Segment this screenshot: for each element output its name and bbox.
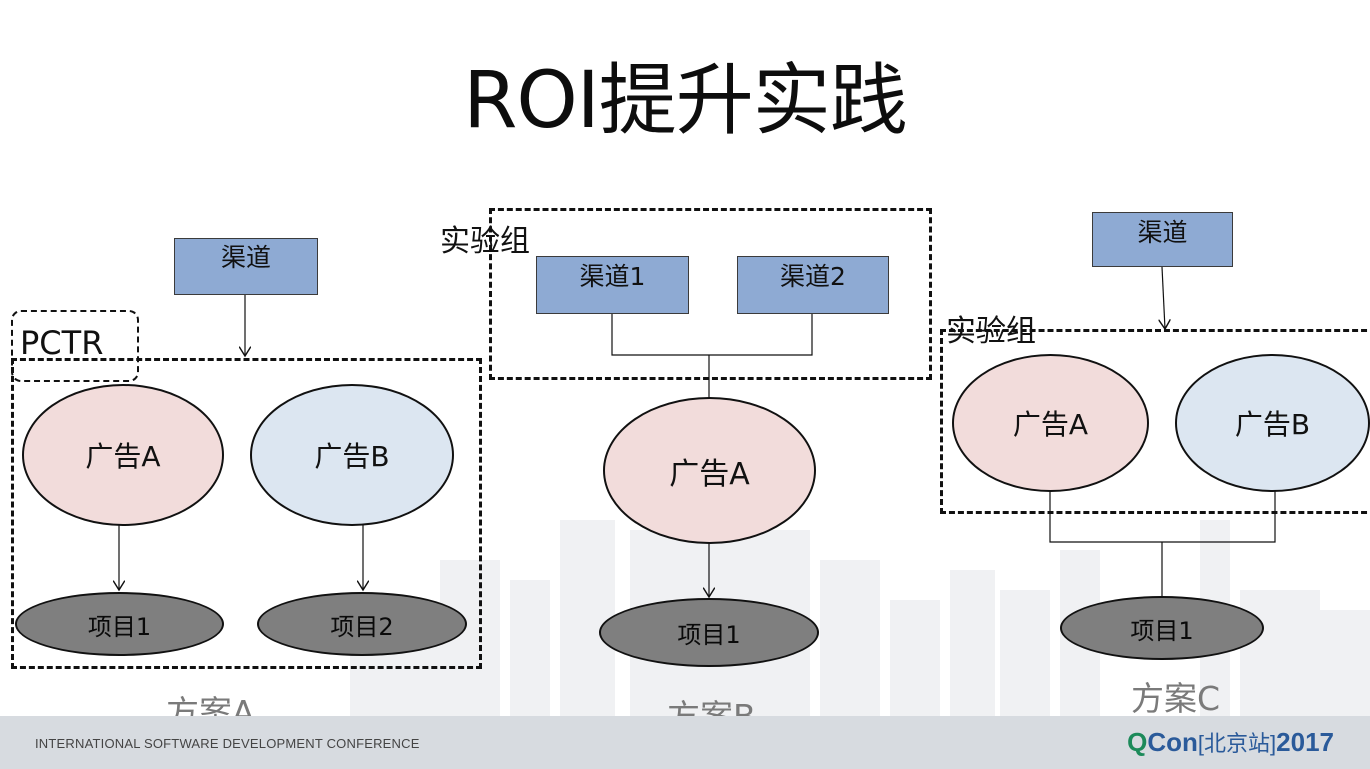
ad-a-label-a: 广告A [85, 440, 161, 473]
item2-label-a: 项目2 [330, 612, 394, 641]
footer-bar: INTERNATIONAL SOFTWARE DEVELOPMENT CONFE… [0, 716, 1370, 769]
logo-year: 2017 [1276, 727, 1334, 757]
experiment-group-label-b: 实验组 [440, 224, 530, 259]
ad-b-ellipse-a: 广告B [250, 384, 454, 526]
ad-a-ellipse-b: 广告A [603, 397, 816, 544]
item1-label-c: 项目1 [1130, 616, 1194, 645]
pctr-group-box [11, 310, 139, 382]
conference-name: INTERNATIONAL SOFTWARE DEVELOPMENT CONFE… [35, 736, 420, 751]
plan-c-caption: 方案C [1131, 679, 1221, 718]
plan-a-group-box [11, 358, 482, 669]
slide-title: ROI提升实践 [463, 56, 908, 146]
item1-ellipse-a: 项目1 [15, 592, 224, 656]
channel-label-c: 渠道 [1137, 218, 1188, 247]
channel1-box-b: 渠道1 [536, 256, 689, 314]
channel2-box-b: 渠道2 [737, 256, 889, 314]
channel-box-c: 渠道 [1092, 212, 1233, 267]
item1-label-a: 项目1 [87, 612, 152, 641]
pctr-label: PCTR [20, 324, 104, 362]
experiment-group-box-c [940, 329, 1370, 514]
channel1-label-b: 渠道1 [579, 262, 646, 291]
ad-a-label-c: 广告A [1012, 408, 1089, 441]
item1-ellipse-b: 项目1 [599, 598, 819, 667]
experiment-group-box-b [489, 208, 932, 380]
ad-a-ellipse-a: 广告A [22, 384, 224, 526]
logo-con: Con [1147, 727, 1198, 757]
item1-label-b: 项目1 [677, 621, 741, 649]
item1-ellipse-c: 项目1 [1060, 596, 1264, 660]
connector-channels-b [611, 314, 813, 356]
channel-box-a: 渠道 [174, 238, 318, 295]
ad-b-label-a: 广告B [314, 440, 390, 473]
ad-a-ellipse-c: 广告A [952, 354, 1149, 492]
logo-city: [北京站] [1197, 731, 1277, 756]
channel2-label-b: 渠道2 [780, 262, 846, 291]
ad-b-ellipse-c: 广告B [1175, 354, 1370, 492]
experiment-group-label-c: 实验组 [946, 314, 1036, 349]
arrow-channel-to-group-c [1162, 266, 1165, 329]
item2-ellipse-a: 项目2 [257, 592, 467, 656]
ad-b-label-c: 广告B [1234, 408, 1311, 441]
ad-a-label-b: 广告A [669, 456, 750, 492]
channel-label-a: 渠道 [220, 243, 271, 272]
logo-q: Q [1127, 727, 1148, 757]
qcon-logo: QCon[北京站]2017 [1127, 726, 1334, 758]
